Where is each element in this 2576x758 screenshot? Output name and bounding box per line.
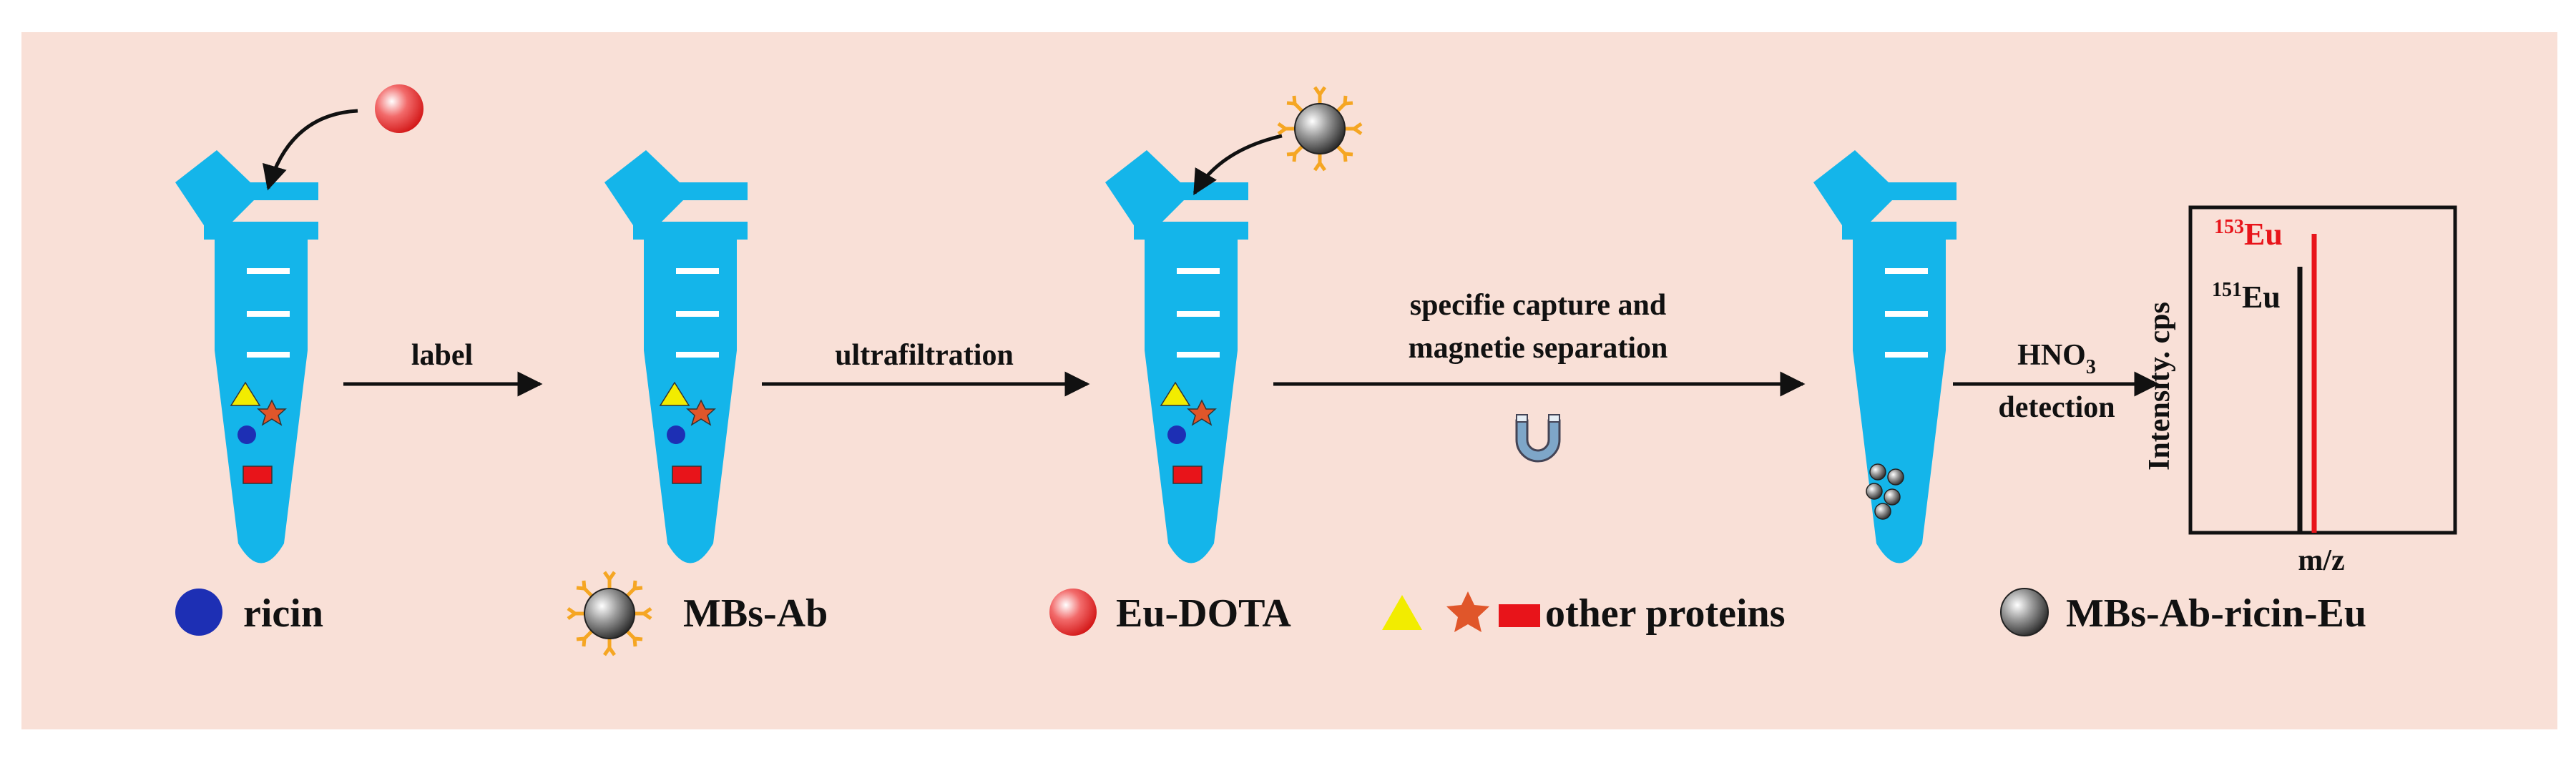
spectrum-xlabel: m/z — [2298, 544, 2344, 577]
rect-protein-icon — [1499, 604, 1540, 627]
legend-label-mbs-ab-ricin-eu: MBs-Ab-ricin-Eu — [2066, 591, 2366, 636]
legend-label-eu-dota: Eu-DOTA — [1116, 591, 1291, 636]
magnet-icon — [1515, 414, 1561, 463]
hno3-subscript: 3 — [2086, 356, 2096, 378]
legend-label-mbs-ab: MBs-Ab — [683, 591, 828, 636]
antibody-bead-icon — [568, 572, 651, 655]
triangle-protein-icon — [1382, 595, 1422, 630]
legend-item-ricin: ricin — [175, 589, 323, 636]
legend: ricin MBs-Ab Eu-DOTA other proteins MBs-… — [175, 572, 2366, 655]
gray-ball-icon — [2000, 588, 2049, 636]
add-mbs-ab-arrow — [1192, 134, 1283, 196]
captured-beads — [1866, 463, 1904, 520]
label-step-text: label — [411, 339, 473, 372]
peak-153eu-iso: 153 — [2214, 216, 2244, 238]
peak-153eu-label: 153Eu — [2214, 216, 2283, 252]
legend-label-other-proteins: other proteins — [1545, 591, 1785, 636]
spectrum-frame — [2188, 205, 2457, 535]
mbs-ab-bead-icon — [1278, 87, 1361, 170]
legend-item-other-proteins: other proteins — [1382, 591, 1785, 636]
detection-step-text: detection — [1998, 391, 2115, 424]
legend-label-ricin: ricin — [243, 591, 323, 636]
peak-151eu-iso: 151 — [2212, 279, 2242, 301]
tube-3 — [1105, 150, 1248, 563]
legend-item-mbs-ab: MBs-Ab — [568, 572, 828, 655]
blue-ball-icon — [175, 589, 222, 636]
red-ball-icon — [1049, 589, 1097, 636]
tube-2 — [604, 150, 748, 563]
tube-1 — [175, 150, 318, 563]
legend-item-mbs-ab-ricin-eu: MBs-Ab-ricin-Eu — [2000, 588, 2366, 636]
hno3-label: HNO3 — [2017, 339, 2096, 378]
ultrafiltration-step-text: ultrafiltration — [835, 339, 1014, 372]
eu-dota-ball-icon — [375, 84, 423, 133]
peak-153eu-element: Eu — [2244, 217, 2283, 252]
diagram-svg: label ultrafiltration specifie capture a… — [175, 84, 2457, 729]
peak-151eu-element: Eu — [2242, 280, 2281, 315]
peak-151eu-label: 151Eu — [2212, 279, 2281, 315]
diagram-panel: label ultrafiltration specifie capture a… — [21, 32, 2557, 729]
add-eu-dota-arrow — [263, 109, 358, 191]
spectrum-chart: Intensity. cps m/z 153Eu 151Eu — [2143, 205, 2457, 577]
spectrum-ylabel: Intensity. cps — [2143, 302, 2176, 471]
capture-step-text-line2: magnetie separation — [1409, 332, 1668, 365]
star-protein-icon — [1446, 591, 1489, 632]
legend-item-eu-dota: Eu-DOTA — [1049, 589, 1291, 636]
capture-step-text-line1: specifie capture and — [1410, 289, 1667, 322]
tube-4 — [1813, 150, 1957, 563]
hno3-text: HNO — [2017, 339, 2086, 372]
